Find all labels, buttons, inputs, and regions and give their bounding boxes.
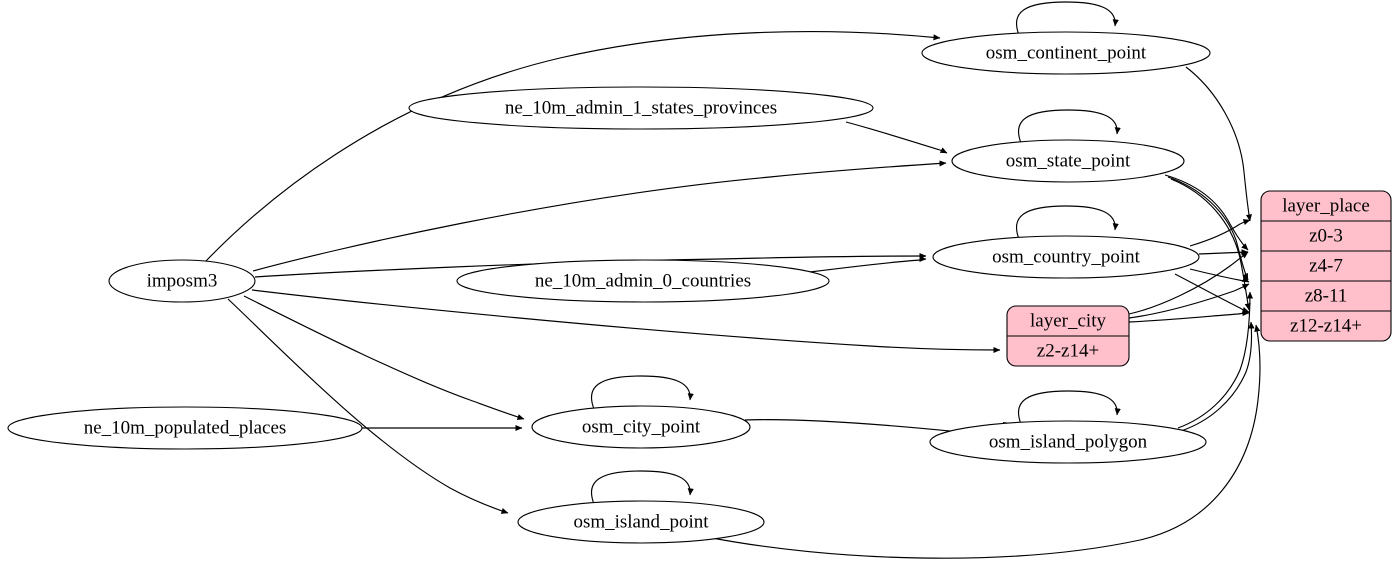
node-osm_continent_point[interactable]: osm_continent_point: [921, 31, 1211, 75]
edge-imposm3-to-osm_island_point: [227, 298, 509, 514]
node-label-osm_continent_point: osm_continent_point: [986, 42, 1147, 63]
edge-osm_state_point-to-layer_place-z4_7: [1164, 174, 1249, 251]
node-osm_island_polygon[interactable]: osm_island_polygon: [929, 420, 1207, 464]
node-ne_10m_admin_0_countries[interactable]: ne_10m_admin_0_countries: [456, 259, 830, 303]
table-nodes: osm_continent_point osm_state_point osm_…: [517, 31, 1211, 544]
edge-imposm3-to-layer_city: [251, 289, 1001, 354]
layer_city-row-z2-z14plus[interactable]: z2-z14+: [1037, 340, 1099, 361]
node-ne_10m_populated_places[interactable]: ne_10m_populated_places: [7, 406, 363, 450]
edge-osm_island_polygon-to-layer_place-z12_z14: [1180, 321, 1255, 432]
layer_place-row-z8-11[interactable]: z8-11: [1305, 285, 1348, 306]
edge-osm_state_point-to-layer_place-z12_z14: [1170, 178, 1251, 311]
edge-osm_state_point-to-layer_place-z8_11: [1167, 176, 1249, 281]
node-label-osm_city_point: osm_city_point: [582, 416, 701, 437]
layer_place-row-z4-7[interactable]: z4-7: [1309, 255, 1343, 276]
layer_place-title: layer_place: [1282, 195, 1370, 216]
edge-layer_city-to-layer_place-z8_11: [1128, 283, 1250, 319]
node-label-ne_10m_populated_places: ne_10m_populated_places: [84, 417, 287, 438]
edge-self-osm_island_point: [590, 470, 694, 505]
node-ne_10m_admin_1_states_provinces[interactable]: ne_10m_admin_1_states_provinces: [408, 86, 874, 130]
node-osm_country_point[interactable]: osm_country_point: [932, 235, 1200, 279]
node-layer_place[interactable]: layer_place z0-3 z4-7 z8-11 z12-z14+: [1260, 190, 1392, 342]
layer_place-row-z12-z14plus[interactable]: z12-z14+: [1290, 315, 1362, 336]
edge-self-osm_continent_point: [1015, 1, 1119, 36]
edge-self-osm_city_point: [590, 375, 694, 410]
edge-osm_island_point-to-layer_place-z12_z14: [706, 324, 1261, 559]
edge-ne_10m_admin_1_states_provinces-to-osm_state_point: [845, 121, 948, 154]
edge-imposm3-to-osm_state_point: [252, 160, 947, 272]
edge-layer: [204, 1, 1261, 559]
source-nodes: imposm3 ne_10m_admin_1_states_provinces …: [7, 86, 874, 450]
node-label-imposm3: imposm3: [147, 270, 218, 291]
edge-self-osm_state_point: [1017, 109, 1121, 144]
edge-osm_continent_point-to-layer_place-z0_3: [1185, 66, 1252, 222]
node-osm_island_point[interactable]: osm_island_point: [517, 500, 765, 544]
edge-self-osm_island_polygon: [1017, 390, 1121, 425]
node-label-osm_country_point: osm_country_point: [992, 246, 1140, 267]
layer_city-title: layer_city: [1030, 310, 1106, 331]
layer_place-row-z0-3[interactable]: z0-3: [1309, 225, 1343, 246]
node-label-osm_island_polygon: osm_island_polygon: [989, 431, 1148, 452]
node-layer_city[interactable]: layer_city z2-z14+: [1006, 305, 1130, 367]
node-label-osm_state_point: osm_state_point: [1006, 150, 1131, 171]
edge-osm_country_point-to-layer_place-z8_11: [1189, 268, 1250, 283]
node-label-osm_island_point: osm_island_point: [573, 511, 709, 532]
node-osm_state_point[interactable]: osm_state_point: [951, 139, 1185, 183]
edge-osm_country_point-to-layer_place-z0_3: [1189, 219, 1251, 247]
node-label-ne_10m_admin_0_countries: ne_10m_admin_0_countries: [535, 270, 751, 291]
edge-osm_island_polygon-to-layer_place-z8_11: [1177, 291, 1254, 429]
layer-nodes: layer_place z0-3 z4-7 z8-11 z12-z14+ lay…: [1006, 190, 1392, 367]
edge-ne_10m_admin_0_countries-to-osm_country_point: [809, 255, 927, 273]
node-imposm3[interactable]: imposm3: [108, 259, 256, 303]
edge-osm_country_point-to-layer_place-z4_7: [1198, 249, 1249, 256]
node-label-ne_10m_admin_1_states_provinces: ne_10m_admin_1_states_provinces: [505, 97, 777, 118]
edge-imposm3-to-osm_continent_point: [204, 31, 941, 263]
edge-layer_city-to-layer_place-z12_z14: [1128, 309, 1250, 323]
node-osm_city_point[interactable]: osm_city_point: [531, 405, 751, 449]
edge-self-osm_country_point: [1015, 205, 1119, 240]
edge-layer_city-to-layer_place-z4_7: [1128, 251, 1249, 315]
edge-imposm3-to-osm_city_point: [243, 295, 525, 420]
